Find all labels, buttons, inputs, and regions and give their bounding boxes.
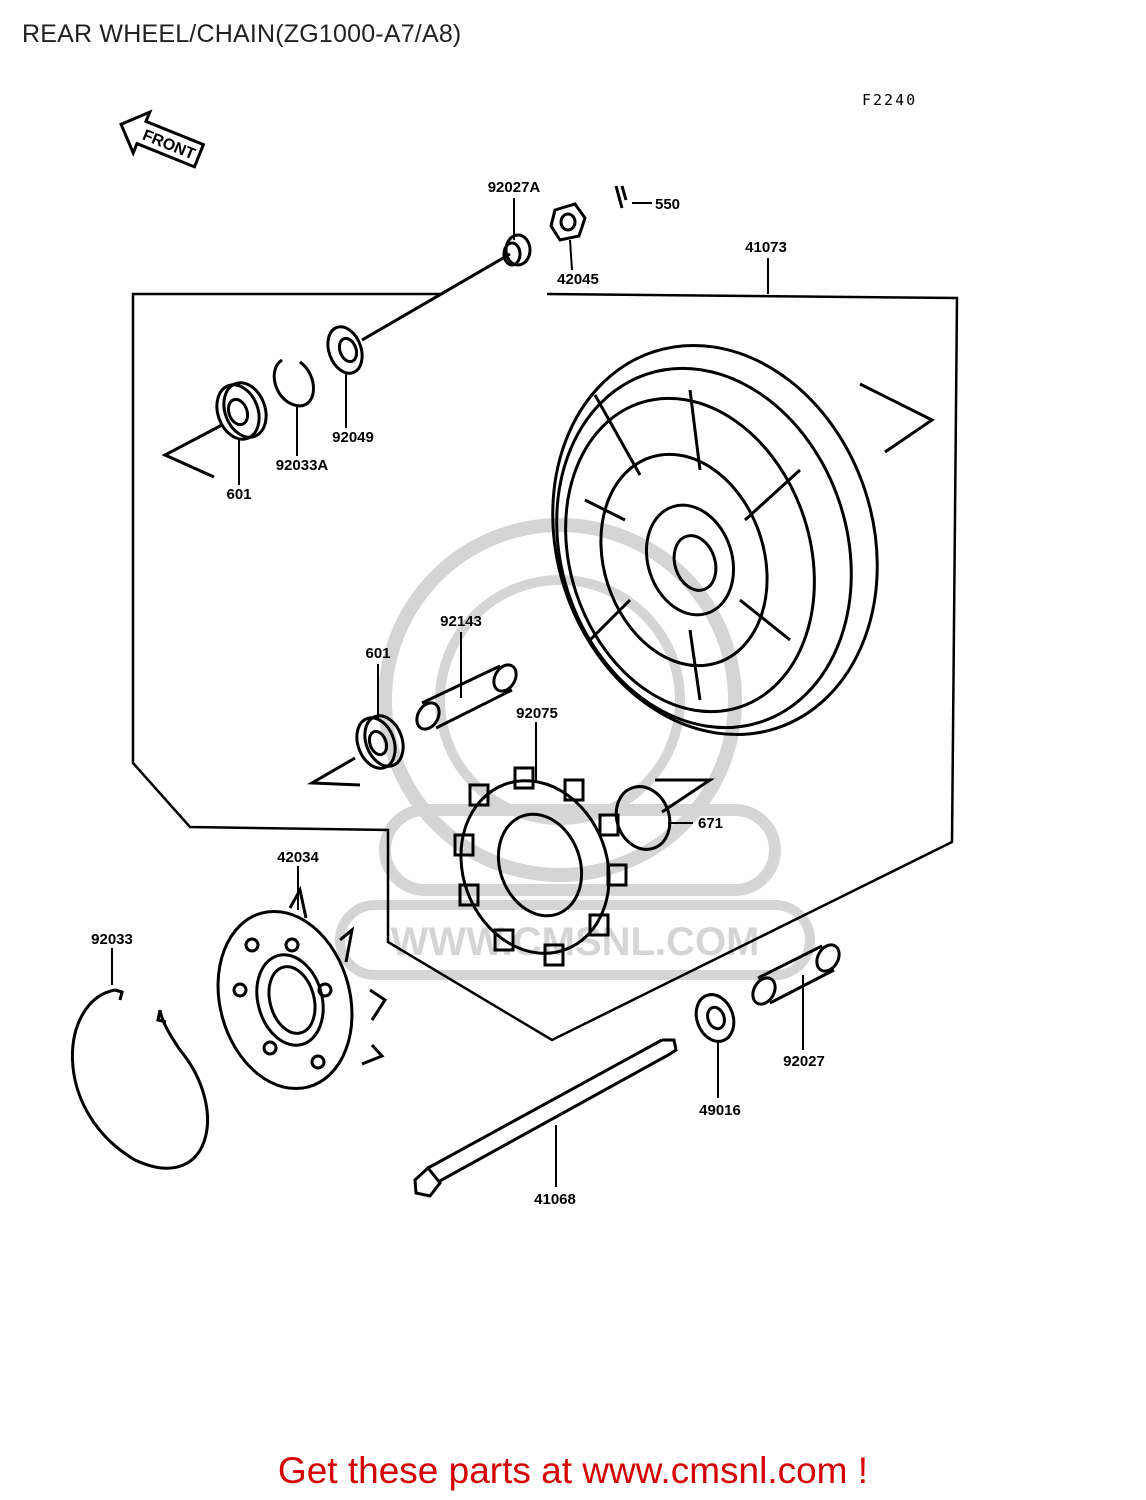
label-92049: 92049 [332,429,374,446]
footer-cmsnl-link[interactable]: Get these parts at www.cmsnl.com ! [277,1450,869,1491]
label-41073: 41073 [745,239,787,256]
label-92033: 92033 [91,931,133,948]
axle-41068 [413,1038,678,1198]
label-92075: 92075 [516,705,558,722]
label-42045: 42045 [557,271,599,288]
label-49016: 49016 [699,1102,741,1119]
nut-42045 [549,202,587,242]
washer-49016 [694,993,736,1043]
sleeve-92143 [415,663,518,731]
figure-code: F2240 [862,91,917,109]
seal-92049 [326,252,511,375]
leader-lines [111,198,804,1187]
wheel-assembly-outline [131,292,959,1042]
front-arrow-icon: FRONT [119,109,206,169]
label-92027A: 92027A [488,179,541,196]
label-92027: 92027 [783,1053,825,1070]
bearing-601-lower [306,714,405,787]
collar-92027A [502,233,532,267]
circlip-92033 [70,988,210,1170]
label-42034: 42034 [277,849,319,866]
cotter-pin-550 [614,185,628,209]
label-550: 550 [655,196,680,213]
sprocket-hub-42034 [216,885,388,1091]
label-92143: 92143 [440,613,482,630]
circlip-92033A [272,358,315,408]
label-671: 671 [698,815,723,832]
label-601-upper: 601 [226,486,251,503]
damper-92075 [453,766,628,967]
label-601-lower: 601 [365,645,390,662]
o-ring-671 [614,778,715,851]
label-92033A: 92033A [276,457,329,474]
watermark-text: WWW.CMSNL.COM [391,920,760,964]
bearing-601-upper [161,381,268,479]
cmsnl-watermark: WWW.CMSNL.COM [335,518,815,980]
collar-92027 [751,943,841,1006]
label-41068: 41068 [534,1191,576,1208]
rear-wheel-41073 [551,343,935,737]
page-title: REAR WHEEL/CHAIN(ZG1000-A7/A8) [22,20,462,48]
part-labels: 92027A 550 42045 41073 92049 92033A 601 … [91,179,825,1208]
